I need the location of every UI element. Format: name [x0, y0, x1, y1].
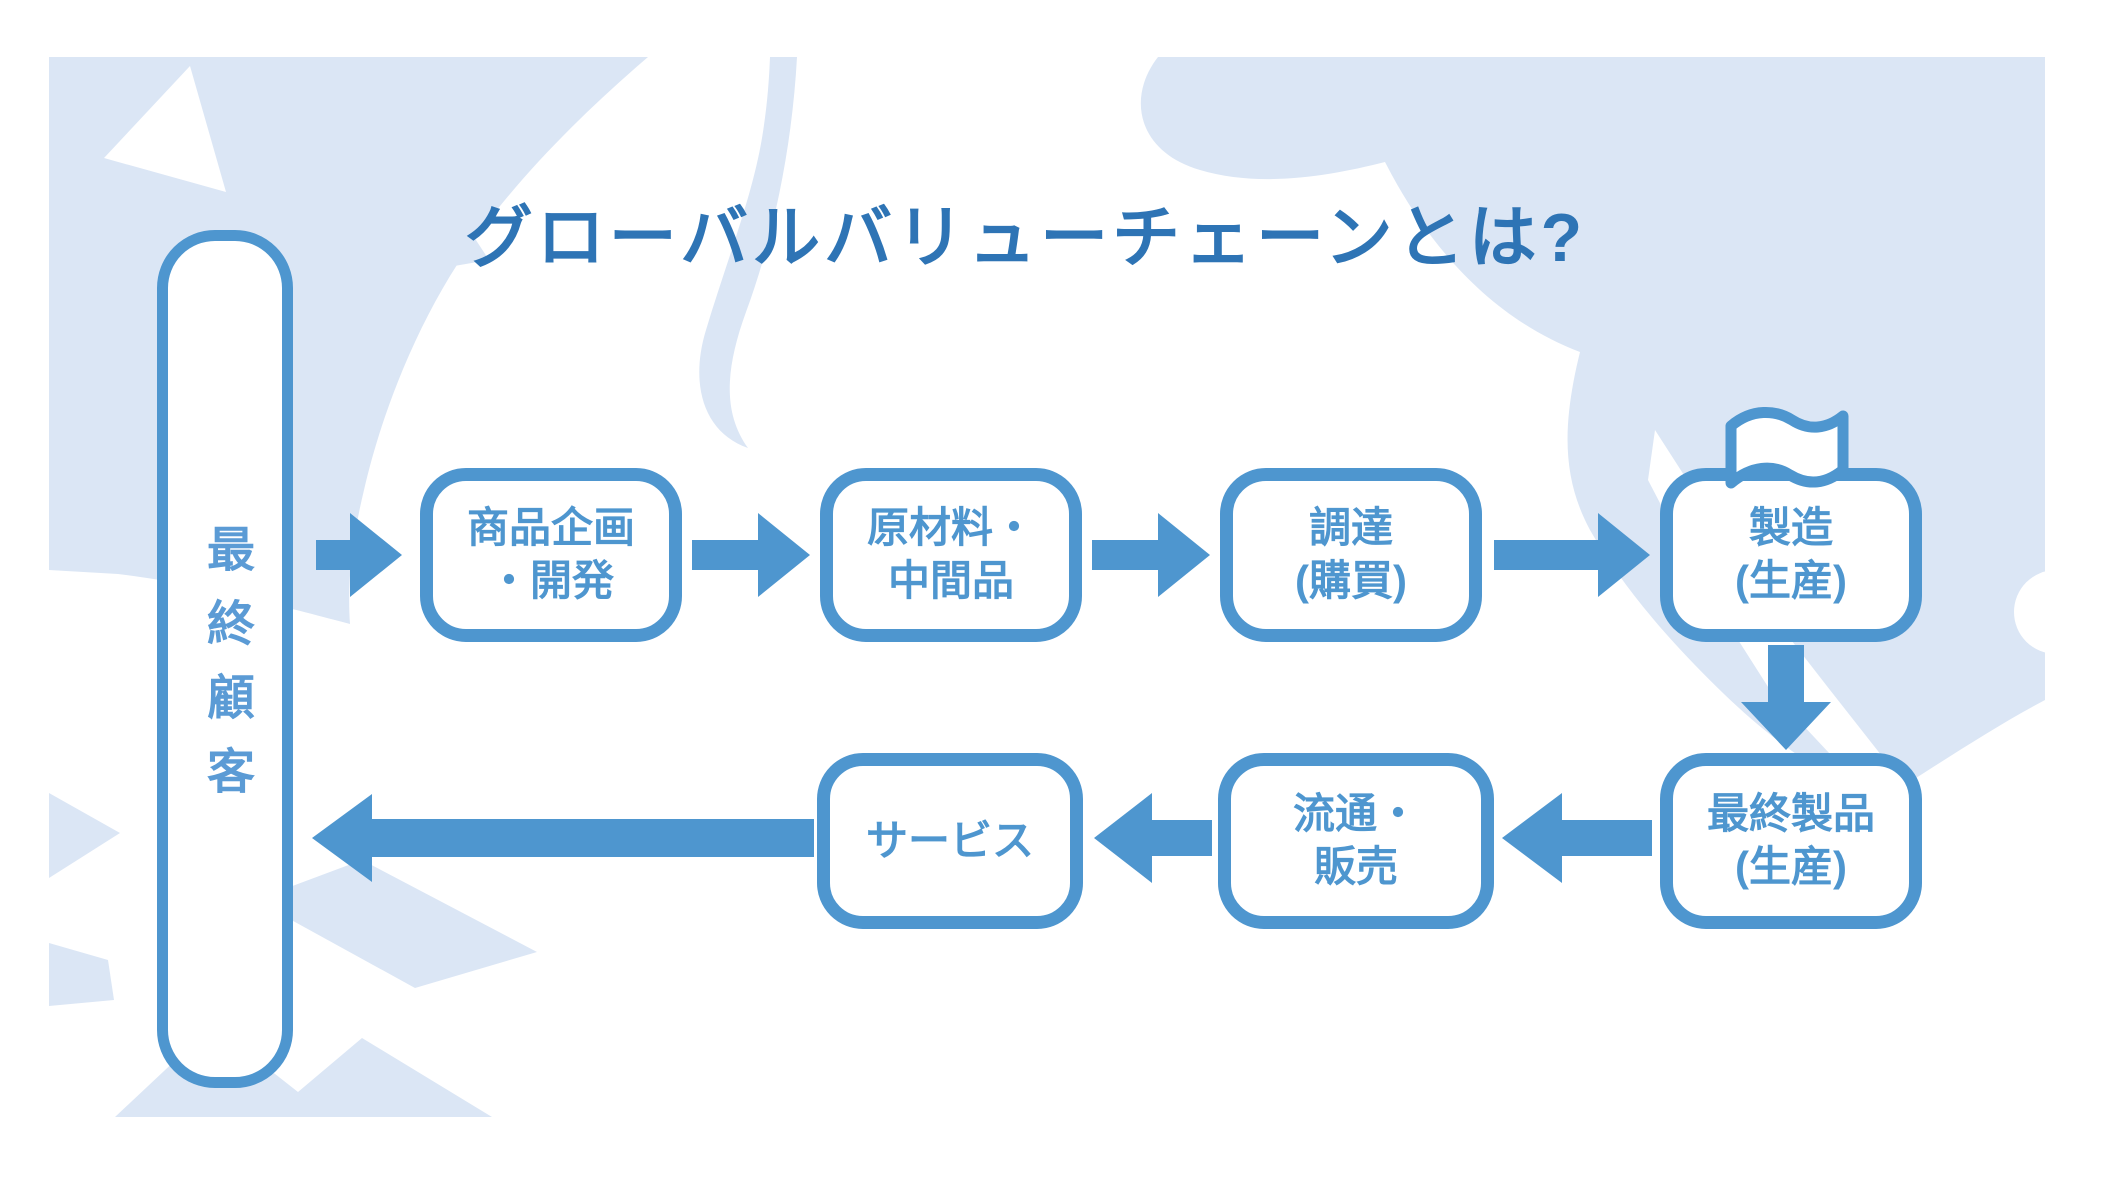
node-raw-materials: 原材料・ 中間品 — [820, 468, 1082, 642]
node-distribution-sales: 流通・ 販売 — [1218, 753, 1494, 929]
node-label: 中間品 — [887, 557, 1014, 604]
node-label: (生産) — [1735, 843, 1847, 890]
node-label: (生産) — [1735, 557, 1847, 604]
node-label: サービス — [865, 816, 1034, 864]
node-label: 原材料・ — [866, 504, 1035, 552]
page-title: グローバルバリューチェーンとは? — [464, 200, 1587, 276]
node-final-customer: 最終顧客 — [157, 230, 293, 1088]
node-label: (購買) — [1295, 557, 1407, 604]
node-label: 販売 — [1313, 843, 1398, 890]
node-label: ・開発 — [487, 557, 614, 604]
node-procurement: 調達 (購買) — [1220, 468, 1482, 642]
node-label: 最終製品 — [1706, 790, 1875, 838]
node-label: 調達 — [1308, 504, 1393, 552]
node-manufacturing: 製造 (生産) — [1660, 468, 1922, 642]
node-label: 流通・ — [1292, 790, 1419, 838]
node-label: 商品企画 — [466, 504, 635, 552]
node-product-planning: 商品企画 ・開発 — [420, 468, 682, 642]
node-final-product: 最終製品 (生産) — [1660, 753, 1922, 929]
node-service: サービス — [817, 753, 1083, 929]
node-label: 製造 — [1748, 504, 1833, 552]
flag-icon — [1725, 406, 1849, 489]
node-final-customer-label: 最終顧客 — [199, 524, 252, 820]
